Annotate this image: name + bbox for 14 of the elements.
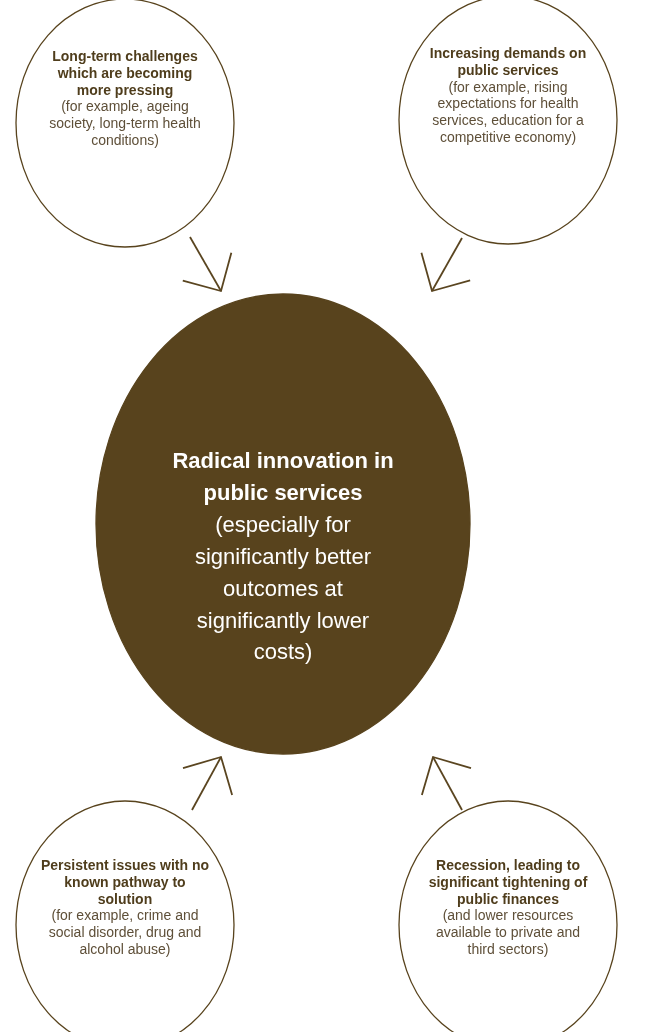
circle-description: (especially for significantly better outcomes at significantly lower costs) [193, 510, 373, 667]
arrow [182, 756, 233, 811]
circle-heading: Radical innovation in public services [171, 447, 395, 507]
circle-heading: Long-term challenges which are becoming more pressing [51, 48, 199, 99]
circle-description: (and lower resources available to private and third sectors) [435, 907, 581, 958]
arrow [181, 236, 233, 292]
circle-description: (for example, rising expectations for health services, education for a competitive economy) [431, 78, 585, 146]
circle-heading: Recession, leading to significant tightening of public finances [427, 857, 589, 908]
arrow [420, 237, 472, 292]
circle-heading: Persistent issues with no known pathway to solution [40, 857, 210, 908]
circle-description: (for example, ageing society, long-term health conditions) [48, 98, 202, 149]
arrow [421, 756, 472, 811]
circle-heading: Increasing demands on public services [428, 45, 588, 79]
circle-description: (for example, crime and social disorder, drug and alcohol abuse) [47, 907, 203, 958]
